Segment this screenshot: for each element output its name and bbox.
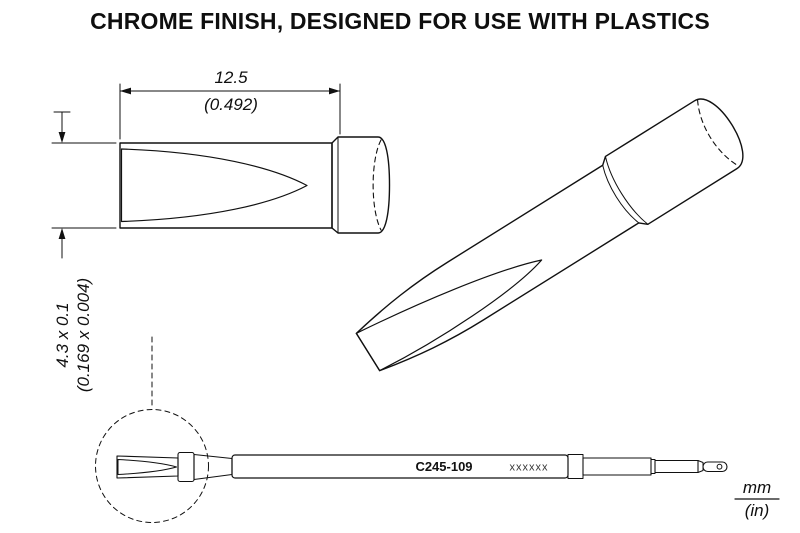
length-in-label: (0.492): [204, 95, 258, 114]
blade-in-label: (0.169 x 0.004): [74, 278, 93, 392]
side-view: [119, 136, 391, 234]
detail-circle: [95, 409, 209, 523]
cartridge-band: [567, 454, 584, 479]
cartridge-blade-face: [117, 459, 177, 475]
detail-callout: [95, 336, 209, 523]
iso-seam-1: [602, 164, 640, 224]
cartridge-view: C245-109 xxxxxx: [116, 451, 728, 483]
isometric-view: [355, 98, 744, 372]
drawing-title: CHROME FINISH, DESIGNED FOR USE WITH PLA…: [90, 8, 710, 34]
cartridge-blade: [116, 455, 179, 479]
blade-mm-label: 4.3 x 0.1: [53, 302, 72, 367]
iso-grind-face: [355, 259, 543, 372]
pin-hole: [716, 463, 723, 470]
blade-body: [119, 142, 333, 229]
hidden-contour-arc: [372, 139, 382, 231]
iso-hidden-arc: [697, 99, 740, 167]
model-label: C245-109: [415, 459, 472, 474]
cartridge-ring: [650, 459, 656, 474]
cartridge-pin: [702, 461, 728, 473]
units-in-label: (in): [745, 501, 770, 520]
marking-label: xxxxxx: [510, 462, 549, 474]
arrowhead-right: [329, 87, 340, 95]
arrowhead-up: [58, 228, 66, 239]
cartridge-collar: [177, 451, 195, 483]
cartridge-stem: [654, 459, 699, 474]
iso-seam-2: [604, 155, 649, 225]
dimension-blade: 4.3 x 0.1 (0.169 x 0.004): [51, 111, 117, 392]
collar: [331, 136, 391, 234]
length-mm-label: 12.5: [214, 68, 248, 87]
arrowhead-left: [120, 87, 131, 95]
cartridge-neck: [193, 453, 233, 481]
cartridge-rear-shaft: [582, 457, 652, 476]
cartridge-pin-taper: [697, 460, 704, 473]
iso-body: [355, 98, 744, 372]
blade-face: [120, 148, 308, 223]
units-legend: mm (in): [734, 478, 780, 520]
dimension-length: 12.5 (0.492): [119, 68, 341, 140]
units-mm-label: mm: [743, 478, 771, 497]
arrowhead-down: [58, 132, 66, 143]
